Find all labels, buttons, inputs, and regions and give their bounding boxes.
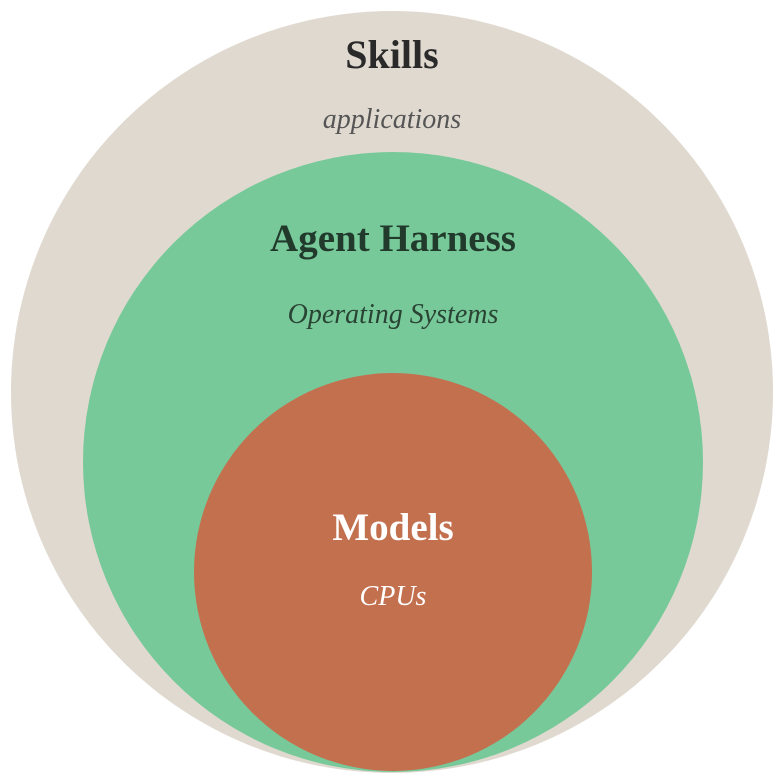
- models-title: Models: [332, 506, 453, 549]
- agent-harness-subtitle: Operating Systems: [288, 299, 499, 330]
- models-subtitle: CPUs: [360, 581, 427, 612]
- skills-title: Skills: [345, 32, 438, 77]
- skills-subtitle: applications: [323, 104, 462, 135]
- agent-harness-title: Agent Harness: [270, 217, 516, 260]
- models-circle: [194, 373, 592, 771]
